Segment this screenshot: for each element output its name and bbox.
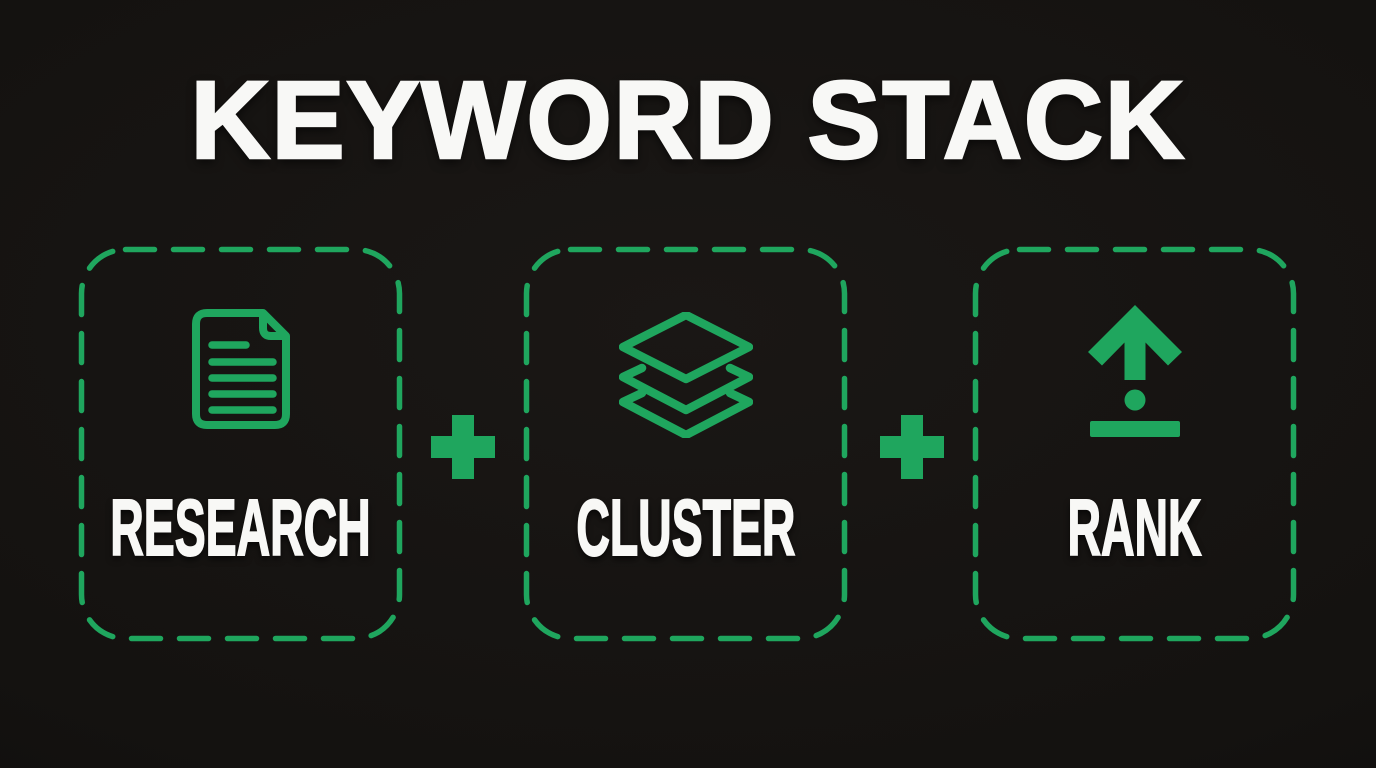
plus-icon bbox=[879, 414, 945, 480]
dashed-border bbox=[972, 246, 1297, 642]
step-label: CLUSTER bbox=[575, 483, 796, 572]
step-box-rank: RANK bbox=[972, 246, 1297, 642]
step-label-wrap: RANK bbox=[972, 474, 1297, 582]
step-label: RESEARCH bbox=[110, 483, 372, 572]
page-title: KEYWORD STACK bbox=[189, 59, 1186, 182]
layers-stack-icon bbox=[618, 310, 753, 443]
plus-icon bbox=[430, 414, 496, 480]
rank-up-arrow-icon bbox=[1087, 304, 1183, 443]
step-box-cluster: CLUSTER bbox=[523, 246, 848, 642]
document-lines-icon bbox=[189, 308, 293, 435]
step-box-research: RESEARCH bbox=[78, 246, 403, 642]
step-label-wrap: RESEARCH bbox=[78, 474, 403, 582]
step-label: RANK bbox=[1067, 483, 1202, 572]
dashed-border bbox=[78, 246, 403, 642]
dashed-border bbox=[523, 246, 848, 642]
step-label-wrap: CLUSTER bbox=[523, 474, 848, 582]
